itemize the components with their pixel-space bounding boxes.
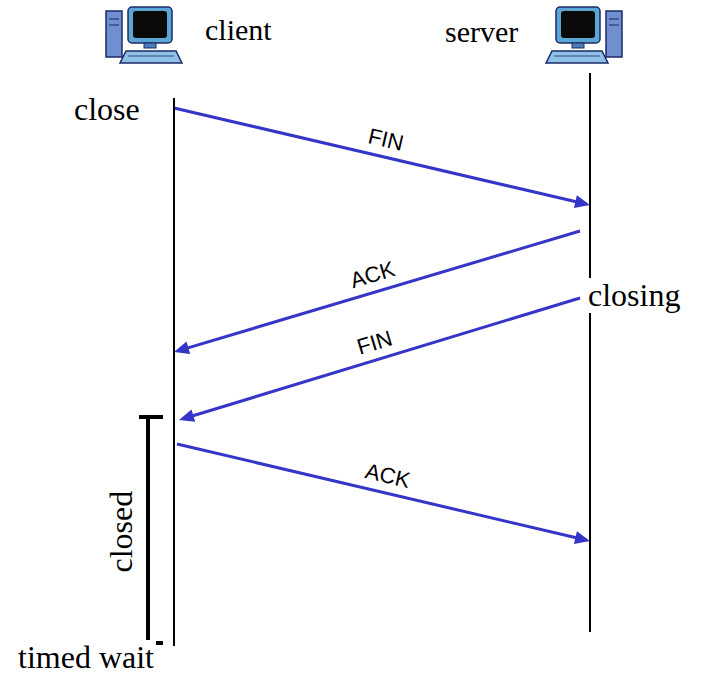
host-name: client [205,13,272,46]
host-name: server [445,15,518,48]
message-arrow [179,298,580,422]
timed-wait-bracket [139,417,163,643]
arrowhead [574,531,590,544]
message-arrow [177,444,590,544]
arrowhead [174,341,190,353]
message-label: FIN [366,124,406,156]
state-label: closing [586,278,682,313]
lifeline [589,73,591,632]
message-label: FIN [354,326,395,359]
host-column: server [440,5,630,632]
interval-label: closed [104,489,139,575]
arrowhead [574,195,590,208]
computer-icon [104,5,186,71]
computer-icon [544,5,626,71]
message-arrow [174,108,590,208]
state-label: close [72,92,142,127]
lifeline [173,98,175,646]
arrowhead [179,409,195,421]
state-label: timed wait [16,640,156,675]
